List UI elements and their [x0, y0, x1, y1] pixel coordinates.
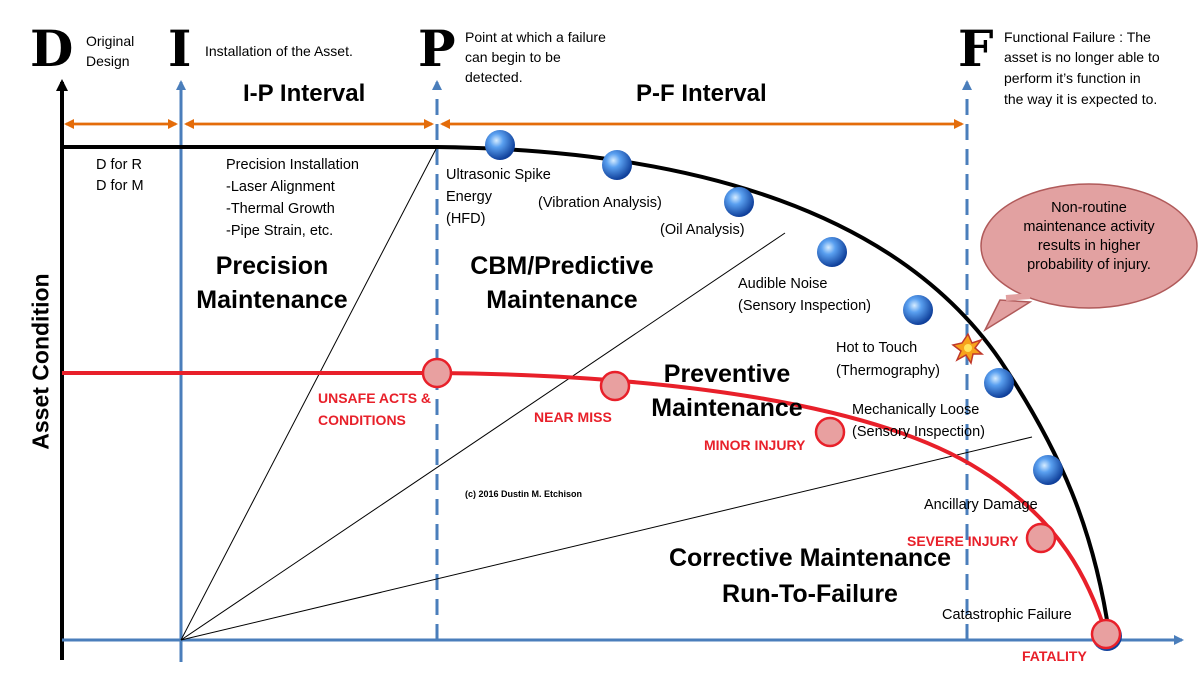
- safety-label-near-miss: NEAR MISS: [534, 409, 612, 425]
- f-desc-3: perform it’s function in: [1004, 70, 1141, 86]
- safety-marker: [814, 416, 846, 448]
- burst-icon: [951, 332, 985, 365]
- f-desc-4: the way it is expected to.: [1004, 91, 1158, 107]
- precision-install-title: Precision Installation: [226, 157, 359, 173]
- zone-preventive-2: Maintenance: [651, 394, 803, 422]
- safety-label-minor: MINOR INJURY: [704, 437, 806, 453]
- detection-label-ultrasonic-3: (HFD): [446, 211, 486, 227]
- letter-f: F: [958, 19, 994, 78]
- detection-sphere: [1033, 455, 1063, 485]
- p-desc-1: Point at which a failure: [465, 29, 606, 45]
- detection-label-loose-2: (Sensory Inspection): [852, 424, 985, 440]
- safety-label-severe: SEVERE INJURY: [907, 533, 1019, 549]
- f-desc-1: Functional Failure : The: [1004, 29, 1151, 45]
- zone-cbm-2: Maintenance: [486, 286, 638, 314]
- precision-install-item: -Thermal Growth: [226, 201, 335, 217]
- safety-marker: [1025, 522, 1057, 554]
- detection-sphere: [984, 368, 1014, 398]
- ip-interval-label: I-P Interval: [243, 80, 366, 107]
- i-desc: Installation of the Asset.: [205, 43, 353, 59]
- safety-label-unsafe-1: UNSAFE ACTS &: [318, 390, 432, 406]
- zone-cbm-1: CBM/Predictive: [470, 252, 654, 280]
- detection-sphere: [602, 150, 632, 180]
- f-desc-2: asset is no longer able to: [1004, 49, 1160, 65]
- zone-corrective-2: Run-To-Failure: [722, 580, 898, 608]
- detection-sphere: [903, 295, 933, 325]
- callout-line: probability of injury.: [1027, 257, 1151, 274]
- copyright: (c) 2016 Dustin M. Etchison: [465, 489, 582, 499]
- zone-corrective-1: Corrective Maintenance: [668, 544, 952, 572]
- callout-bubble: [980, 183, 1198, 333]
- safety-markers: [421, 357, 1122, 650]
- d-desc-2: Design: [86, 53, 130, 69]
- detection-label-hot-2: (Thermography): [836, 363, 940, 379]
- safety-label-fatality: FATALITY: [1022, 648, 1087, 664]
- detection-label-oil: (Oil Analysis): [660, 222, 745, 238]
- y-axis-label: Asset Condition: [27, 273, 54, 450]
- callout-line: results in higher: [1037, 238, 1141, 255]
- d-desc-1: Original: [86, 33, 135, 49]
- detection-label-hot-1: Hot to Touch: [836, 340, 918, 356]
- detection-label-audible-1: Audible Noise: [738, 276, 828, 292]
- detection-label-vibration: (Vibration Analysis): [538, 195, 662, 211]
- pf-interval-label: P-F Interval: [636, 80, 767, 107]
- detection-label-catastrophic: Catastrophic Failure: [942, 607, 1072, 623]
- detection-label-ultrasonic-2: Energy: [446, 189, 492, 205]
- zone-divider-lines: [180, 146, 1033, 641]
- detection-label-audible-2: (Sensory Inspection): [738, 298, 871, 314]
- safety-marker: [599, 370, 631, 402]
- d-note-m: D for M: [96, 178, 144, 194]
- p-desc-3: detected.: [465, 69, 523, 85]
- detection-label-ancillary: Ancillary Damage: [924, 497, 1038, 513]
- callout-text: Non-routine maintenance activity results…: [994, 199, 1184, 276]
- safety-marker: [1090, 618, 1122, 650]
- precision-install-item: -Pipe Strain, etc.: [226, 223, 334, 239]
- d-note-r: D for R: [96, 157, 142, 173]
- precision-install-item: -Laser Alignment: [226, 179, 335, 195]
- callout-line: Non-routine: [1051, 200, 1127, 216]
- zone-precision-2: Maintenance: [196, 286, 348, 314]
- letter-p: P: [418, 19, 456, 78]
- zone-preventive-1: Preventive: [663, 360, 791, 388]
- p-desc-2: can begin to be: [465, 49, 561, 65]
- detection-label-ultrasonic-1: Ultrasonic Spike: [446, 167, 551, 183]
- callout-line: maintenance activity: [1023, 219, 1155, 236]
- detection-label-loose-1: Mechanically Loose: [852, 402, 980, 418]
- letter-d: D: [30, 19, 74, 78]
- detection-sphere: [724, 187, 754, 217]
- detection-sphere: [485, 130, 515, 160]
- safety-marker: [421, 357, 453, 389]
- detection-sphere: [817, 237, 847, 267]
- safety-curve: [62, 371, 1110, 641]
- safety-label-unsafe-2: CONDITIONS: [318, 412, 406, 428]
- zone-precision-1: Precision: [215, 252, 329, 280]
- letter-i: I: [168, 19, 192, 78]
